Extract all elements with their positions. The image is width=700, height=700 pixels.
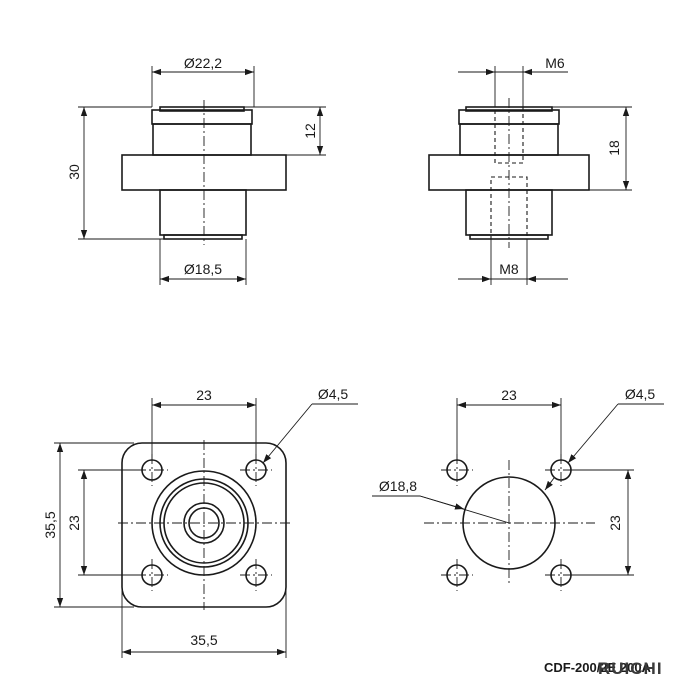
front-dim-left: 30 xyxy=(66,106,164,240)
section-dim-top-label: M6 xyxy=(545,55,565,71)
section-dim-bottom: M8 xyxy=(458,239,568,285)
top-dim-bottom: 35,5 xyxy=(121,590,287,658)
section-dim-bottom-label: M8 xyxy=(499,261,519,277)
front-view: Ø22,2 30 12 Ø18,5 xyxy=(66,55,326,285)
top-view: 23 Ø4,5 35,5 23 35,5 xyxy=(42,386,358,658)
top-dim-hole: Ø4,5 xyxy=(262,386,358,464)
bottom-dim-hole: Ø4,5 xyxy=(544,386,664,491)
bottom-dim-bore-label: Ø18,8 xyxy=(379,478,417,494)
section-dim-right: 18 xyxy=(552,106,632,191)
top-dim-left-outer: 35,5 xyxy=(42,442,134,608)
front-dim-right: 12 xyxy=(244,106,326,156)
bottom-dim-bore: Ø18,8 xyxy=(372,478,510,524)
front-dim-left-label: 30 xyxy=(66,164,82,180)
bottom-dim-top: 23 xyxy=(456,387,562,460)
bottom-dim-top-label: 23 xyxy=(501,387,517,403)
bottom-dim-hole-label: Ø4,5 xyxy=(625,386,656,402)
top-dim-top-label: 23 xyxy=(196,387,212,403)
top-dim-left-inner: 23 xyxy=(66,469,142,576)
top-dim-top: 23 xyxy=(151,387,257,460)
bottom-dim-right-label: 23 xyxy=(607,515,623,531)
top-dim-bottom-label: 35,5 xyxy=(190,632,217,648)
section-dim-right-label: 18 xyxy=(606,140,622,156)
front-dim-top: Ø22,2 xyxy=(151,55,255,107)
top-dim-left-outer-label: 35,5 xyxy=(42,511,58,538)
front-dim-bottom-label: Ø18,5 xyxy=(184,261,222,277)
brand-logo: RUICHI xyxy=(598,659,663,678)
front-dim-top-label: Ø22,2 xyxy=(184,55,222,71)
top-dim-hole-label: Ø4,5 xyxy=(318,386,349,402)
front-dim-right-label: 12 xyxy=(302,123,318,139)
part-code: CDF-200/2E 200A xyxy=(544,660,652,675)
bottom-dim-right: 23 xyxy=(571,469,634,576)
footer: CDF-200/2E 200A RUICHI xyxy=(544,659,663,678)
top-dim-left-inner-label: 23 xyxy=(66,515,82,531)
front-dim-bottom: Ø18,5 xyxy=(159,239,247,285)
section-view: M6 18 M8 xyxy=(428,55,632,285)
bottom-view: 23 Ø4,5 Ø18,8 23 xyxy=(372,386,664,591)
section-dim-top: M6 xyxy=(458,55,568,107)
